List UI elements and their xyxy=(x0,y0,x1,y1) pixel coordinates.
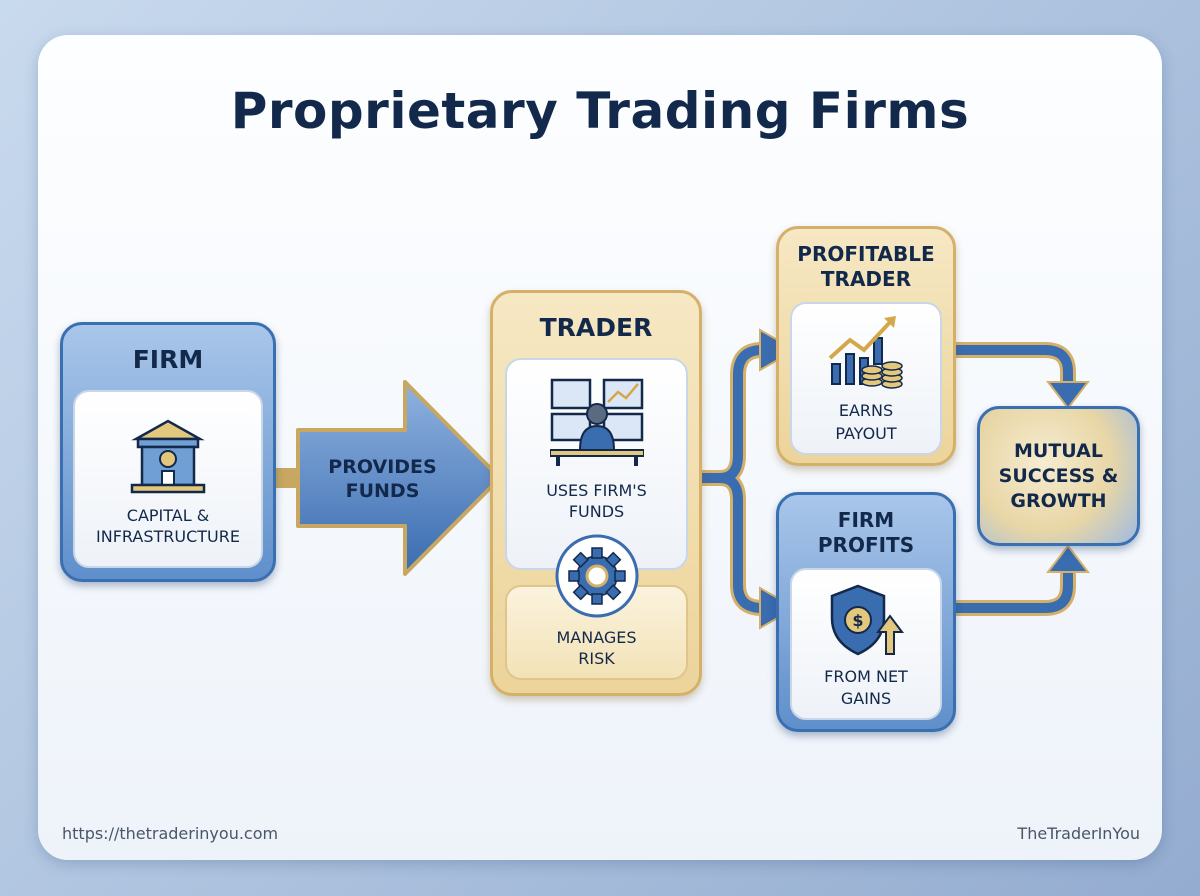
provides-funds-arrow xyxy=(296,380,502,576)
firm-text-2: INFRASTRUCTURE xyxy=(96,527,240,546)
bank-icon xyxy=(130,419,206,494)
trader-text-1: USES FIRM'S xyxy=(546,481,647,500)
trader-monitors-icon xyxy=(550,378,644,466)
profitable-text-2: PAYOUT xyxy=(835,424,897,443)
firm-profits-text-1: FROM NET xyxy=(824,667,908,686)
mutual-success-box xyxy=(977,406,1140,546)
branch-arrows xyxy=(688,345,1073,613)
provides-line-1: PROVIDES xyxy=(328,456,437,478)
trader-label: TRADER xyxy=(539,313,653,342)
risk-text-2: RISK xyxy=(578,649,615,668)
shield-dollar-icon: $ xyxy=(830,584,904,656)
gear-icon xyxy=(555,534,639,618)
footer-brand: TheTraderInYou xyxy=(1017,824,1140,843)
mutual-line-2: SUCCESS & xyxy=(998,465,1119,487)
profitable-label-2: TRADER xyxy=(820,267,912,291)
profitable-label-1: PROFITABLE xyxy=(797,242,935,266)
footer-url[interactable]: https://thetraderinyou.com xyxy=(62,824,279,843)
provides-line-2: FUNDS xyxy=(345,480,420,502)
firm-profits-label-2: PROFITS xyxy=(817,533,915,557)
profitable-text-1: EARNS xyxy=(838,401,894,420)
trader-text-2: FUNDS xyxy=(568,502,625,521)
mutual-success-label: MUTUAL SUCCESS & GROWTH xyxy=(977,439,1140,514)
chart-coins-icon xyxy=(828,316,903,389)
mutual-line-3: GROWTH xyxy=(1010,490,1107,512)
risk-text-1: MANAGES xyxy=(556,628,637,647)
firm-text-1: CAPITAL & xyxy=(126,506,210,525)
firm-profits-label-1: FIRM xyxy=(837,508,895,532)
page-title: Proprietary Trading Firms xyxy=(230,82,970,140)
mutual-line-1: MUTUAL xyxy=(1014,440,1103,462)
svg-text:$: $ xyxy=(852,611,863,630)
firm-profits-text-2: GAINS xyxy=(840,689,892,708)
firm-label: FIRM xyxy=(132,345,204,374)
